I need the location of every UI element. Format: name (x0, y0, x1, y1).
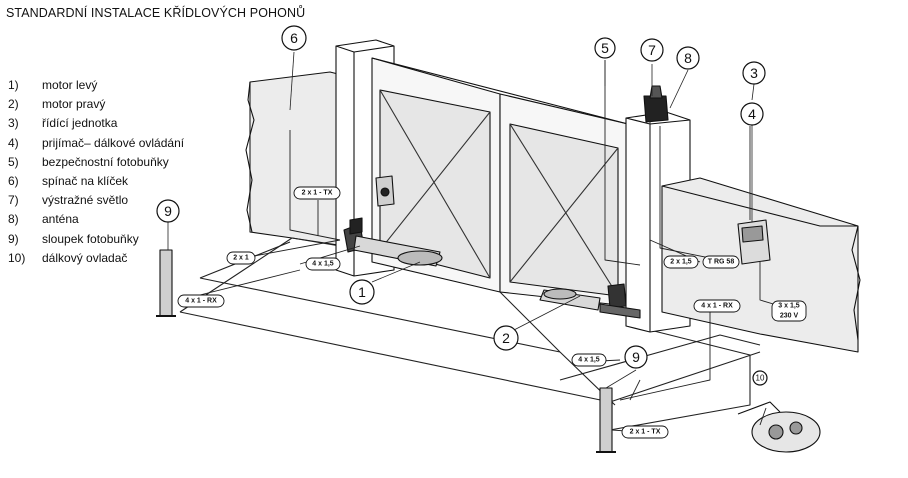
legend: 1) motor levý 2) motor pravý 3) řídící jedn… (8, 76, 184, 268)
legend-text: motor levý (42, 78, 98, 92)
legend-text: spínač na klíček (42, 174, 129, 189)
callout-2: 2 (502, 330, 510, 346)
cable-label-boxes (177, 186, 807, 439)
cable-label-rx-right: 4 x 1 - RX (701, 303, 733, 310)
callout-10: 10 (756, 374, 765, 383)
legend-item: 6) spínač na klíček (8, 172, 184, 191)
cable-label-left-4x15: 4 x 1,5 (312, 261, 334, 268)
callout-6: 6 (290, 30, 298, 46)
legend-number: 7) (8, 193, 19, 208)
legend-text: motor pravý (42, 97, 106, 112)
legend-number: 4) (8, 135, 19, 150)
cable-label-mid-4x15: 4 x 1,5 (578, 357, 600, 364)
callout-4: 4 (748, 106, 756, 122)
legend-number: 1) (8, 78, 19, 92)
callout-1: 1 (358, 284, 366, 300)
legend-number: 10) (8, 250, 26, 265)
legend-item: 9) sloupek fotobuňky (8, 230, 184, 249)
legend-number: 8) (8, 212, 19, 227)
gate-leaf-left (371, 57, 501, 293)
callout-3: 3 (750, 65, 758, 81)
legend-item: 3) řídící jednotka (8, 114, 184, 133)
legend-text: anténa (42, 212, 79, 227)
legend-number: 3) (8, 116, 19, 131)
photocell-post-icon (156, 249, 176, 317)
motor-left (343, 217, 443, 267)
cable-label-2x1: 2 x 1 (233, 255, 249, 262)
leader-lines (167, 51, 755, 389)
cable-label-trg58: T RG 58 (708, 259, 735, 266)
callout-7: 7 (648, 42, 656, 58)
legend-item: 10) dálkový ovladač (8, 249, 184, 268)
cable-label-2x15: 2 x 1,5 (670, 259, 692, 266)
legend-number: 9) (8, 231, 19, 246)
legend-number: 2) (8, 97, 19, 112)
callout-circles (156, 25, 768, 386)
legend-item: 8) anténa (8, 210, 184, 229)
legend-text: výstražné světlo (42, 193, 129, 208)
callout-5: 5 (601, 40, 609, 56)
legend-number: 6) (8, 174, 19, 189)
legend-item: 1) motor levý (8, 76, 184, 95)
legend-item: 7) výstražné světlo (8, 191, 184, 210)
motor-right (539, 283, 641, 319)
callout-9-right: 9 (632, 349, 640, 365)
photocell-post-icon (596, 387, 616, 453)
callout-9-left: 9 (164, 203, 172, 219)
legend-number: 5) (8, 154, 19, 169)
legend-item: 5) bezpečnostní fotobuňky (8, 153, 184, 172)
warning-light-icon (643, 85, 669, 123)
legend-text: řídící jednotka (42, 116, 118, 131)
cable-label-power-b: 230 V (780, 313, 799, 320)
control-unit-icon (737, 219, 771, 265)
cable-label-tx-bottom: 2 x 1 - TX (630, 429, 661, 436)
legend-text: bezpečnostní fotobuňky (42, 154, 169, 169)
callout-8: 8 (684, 50, 692, 66)
gate-leaf-right (371, 57, 629, 307)
legend-text: prijímač– dálkové ovládání (42, 135, 185, 150)
remote-control-icon (737, 401, 821, 453)
legend-text: dálkový ovladač (42, 250, 128, 265)
key-switch-icon (375, 175, 395, 207)
legend-text: sloupek fotobuňky (42, 231, 139, 246)
left-wall (245, 71, 339, 246)
diagram-title: STANDARDNÍ INSTALACE KŘÍDLOVÝCH POHONŮ (6, 6, 306, 20)
cable-label-tx-top: 2 x 1 - TX (302, 190, 333, 197)
legend-item: 2) motor pravý (8, 95, 184, 114)
cable-label-power-a: 3 x 1,5 (778, 303, 800, 310)
cable-label-rx-left: 4 x 1 - RX (185, 298, 217, 305)
legend-item: 4) prijímač– dálkové ovládání (8, 134, 184, 153)
